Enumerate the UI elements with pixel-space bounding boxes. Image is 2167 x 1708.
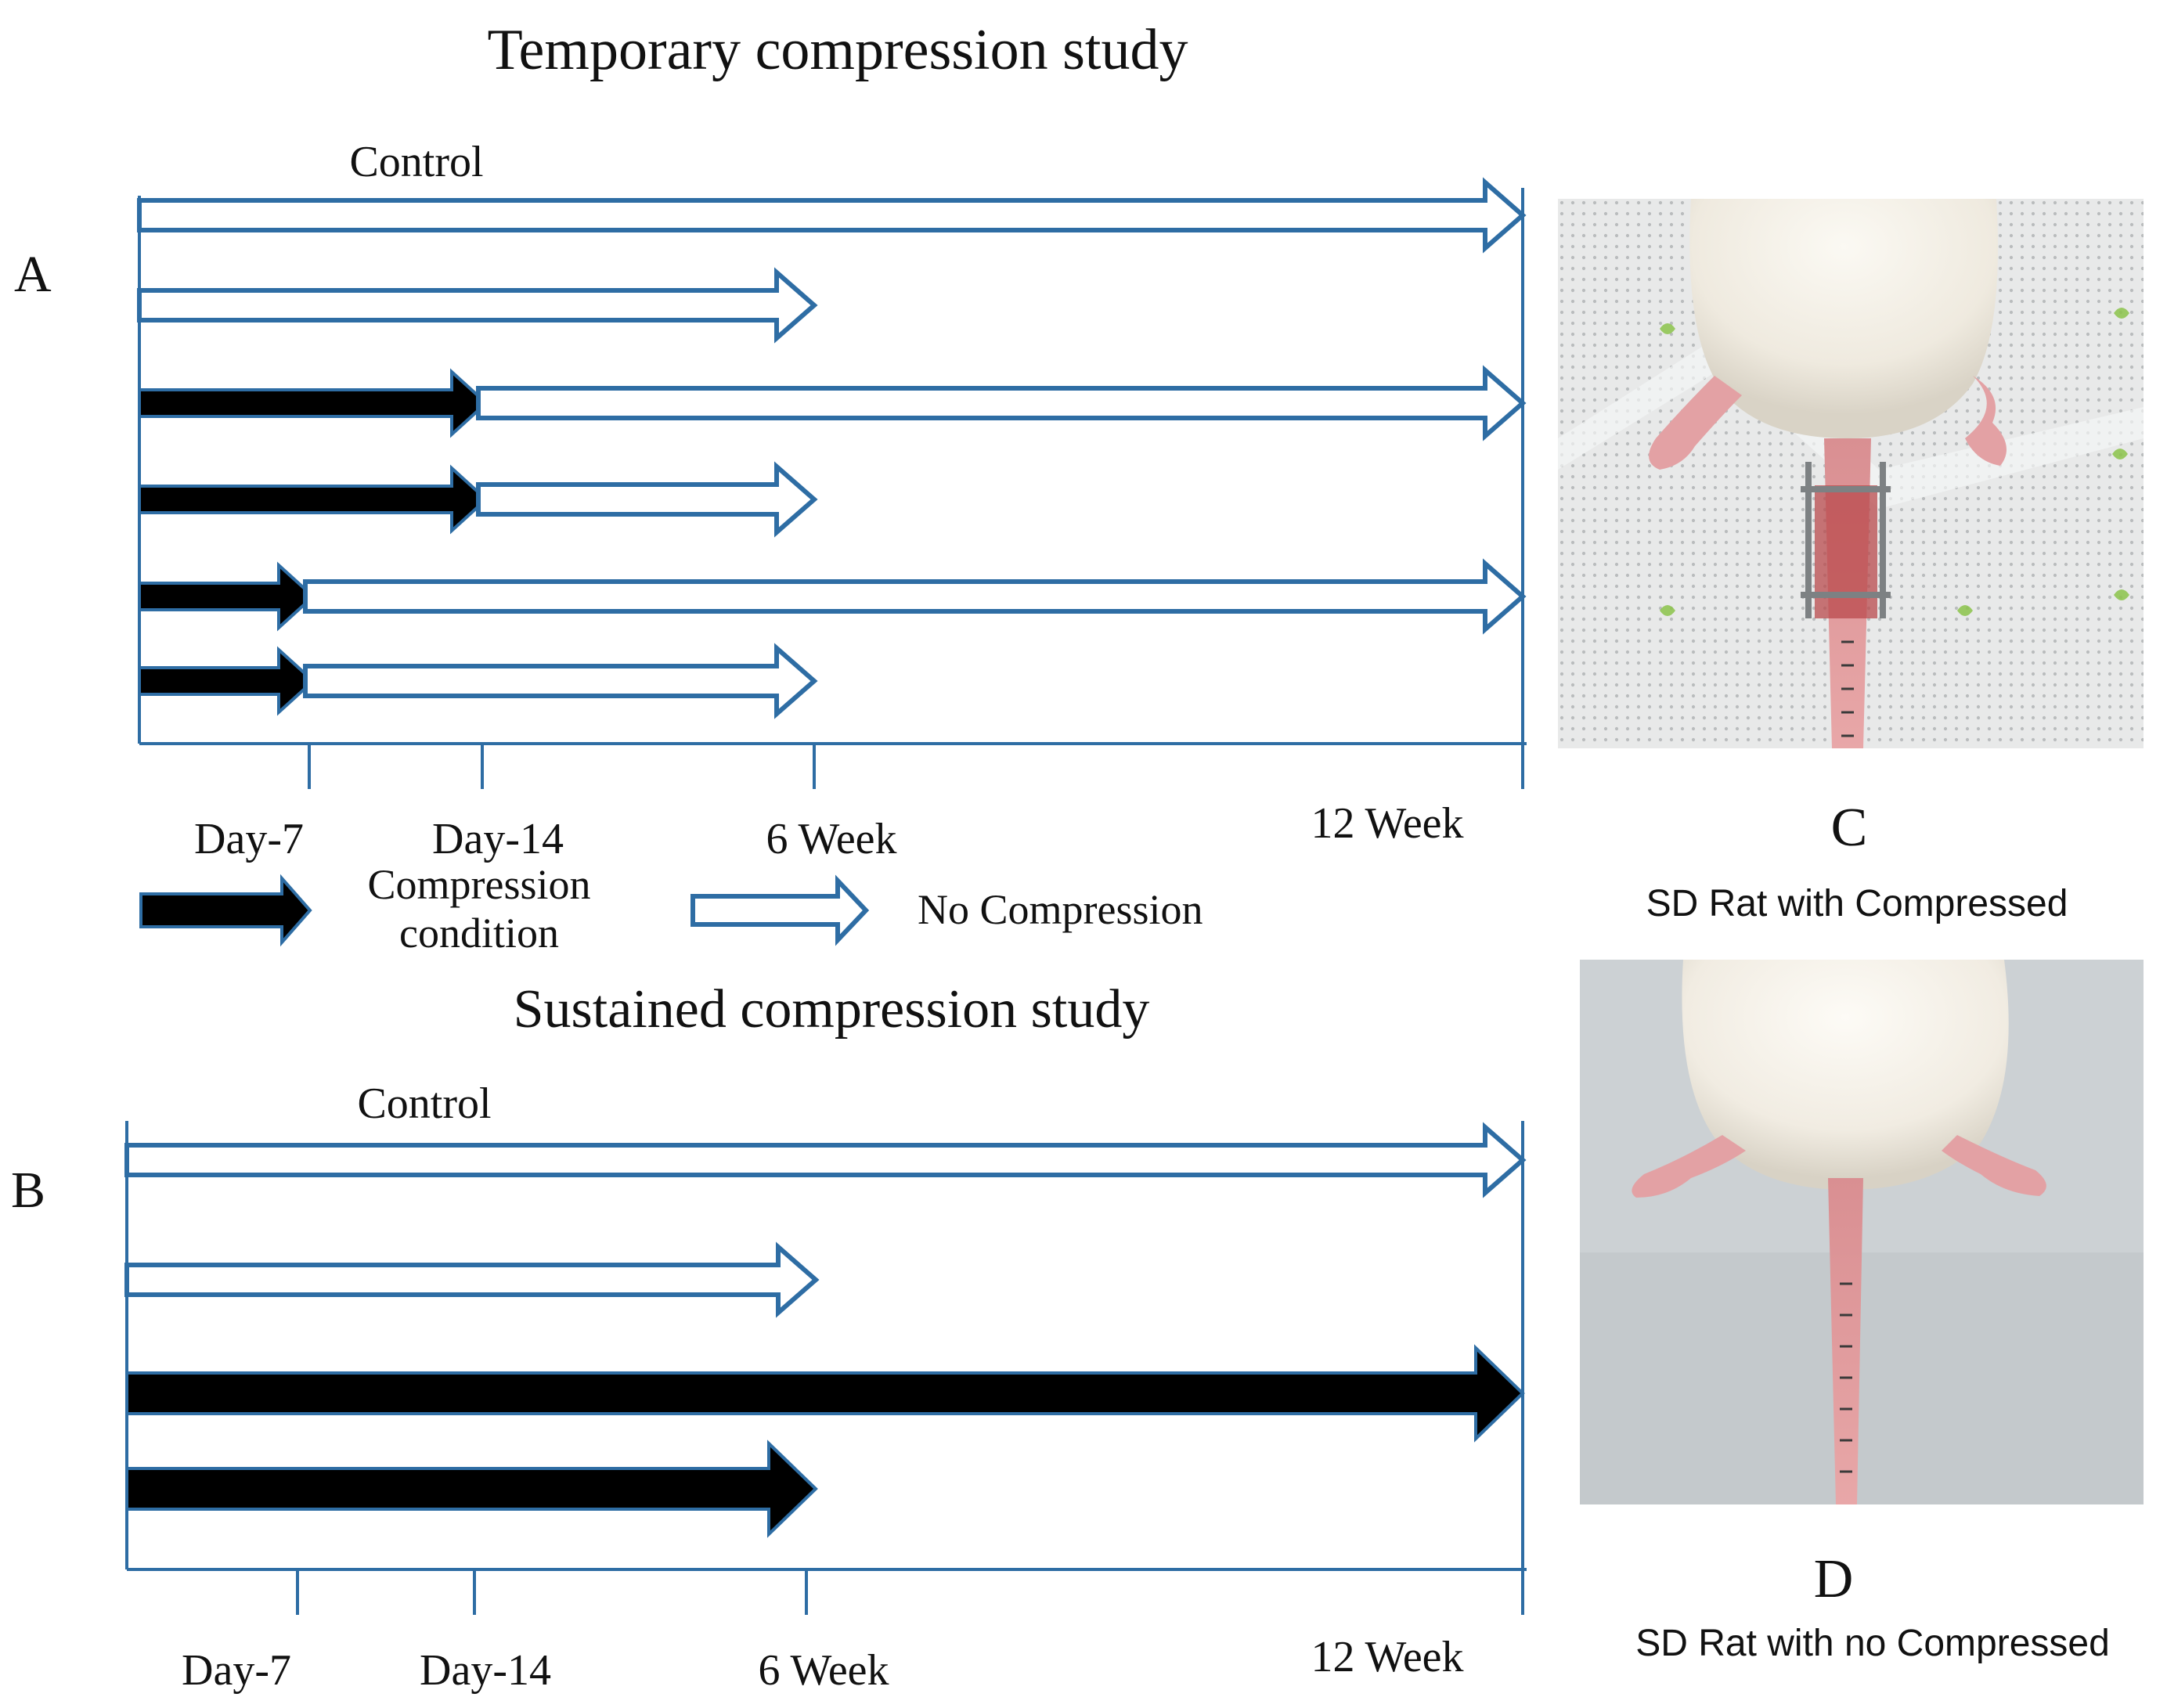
- legend-compression-arrow: [139, 874, 312, 947]
- photo-caption-compressed: SD Rat with Compressed: [1646, 883, 2068, 924]
- no-compression-segment: [124, 1241, 820, 1318]
- legend-no-compression-arrow: [690, 874, 870, 946]
- compression-segment: [138, 464, 489, 535]
- compression-segment: [138, 368, 489, 438]
- no-compression-segment: [476, 461, 818, 538]
- tick-label-temporary-12-week: 12 Week: [1311, 799, 1463, 848]
- photo-caption-not-compressed: SD Rat with no Compressed: [1635, 1623, 2110, 1664]
- control-label-sustained: Control: [357, 1079, 491, 1128]
- legend: Compression condition No Compression: [139, 861, 1203, 957]
- photo-letter-d: D: [1814, 1549, 1854, 1609]
- no-compression-segment: [303, 558, 1527, 635]
- timeline-rows-sustained: [124, 1122, 1527, 1538]
- no-compression-segment: [137, 267, 818, 344]
- panel-temporary: A Temporary compression study Control Da…: [14, 18, 1527, 863]
- tick-label-temporary-day-7: Day-7: [194, 815, 304, 863]
- panel-letter-a: A: [14, 246, 52, 303]
- no-compression-segment: [124, 1122, 1527, 1198]
- no-compression-segment: [303, 643, 818, 719]
- compression-segment: [125, 1440, 818, 1538]
- photo-uncompressed-rat: [1580, 960, 2144, 1504]
- ticks-temporary: [308, 742, 1524, 789]
- no-compression-segment: [476, 365, 1527, 441]
- compression-segment: [125, 1344, 1525, 1443]
- compression-segment: [138, 561, 315, 632]
- legend-no-compression-label: No Compression: [918, 886, 1203, 933]
- photo-compressed-rat: [1558, 199, 2144, 748]
- tick-label-temporary-day-14: Day-14: [432, 815, 564, 863]
- legend-compression-label-line2: condition: [399, 910, 559, 957]
- tick-label-sustained-12-week: 12 Week: [1311, 1633, 1463, 1681]
- panel-title-sustained: Sustained compression study: [514, 979, 1150, 1040]
- tick-label-sustained-6-week: 6 Week: [758, 1646, 889, 1695]
- photo-letter-c: C: [1831, 798, 1868, 858]
- panel-letter-b: B: [11, 1162, 45, 1219]
- timeline-rows-temporary: [137, 177, 1527, 719]
- panel-sustained: B Sustained compression study Control Da…: [11, 979, 1527, 1695]
- legend-compression-label-line1: Compression: [367, 861, 590, 908]
- compression-segment: [138, 646, 315, 716]
- control-label-temporary: Control: [349, 138, 483, 186]
- tick-label-sustained-day-14: Day-14: [420, 1646, 551, 1695]
- tick-label-sustained-day-7: Day-7: [182, 1646, 291, 1695]
- no-compression-segment: [137, 177, 1527, 254]
- ticks-sustained: [296, 1568, 1524, 1615]
- panel-title-temporary: Temporary compression study: [488, 18, 1188, 82]
- tick-label-temporary-6-week: 6 Week: [766, 815, 896, 863]
